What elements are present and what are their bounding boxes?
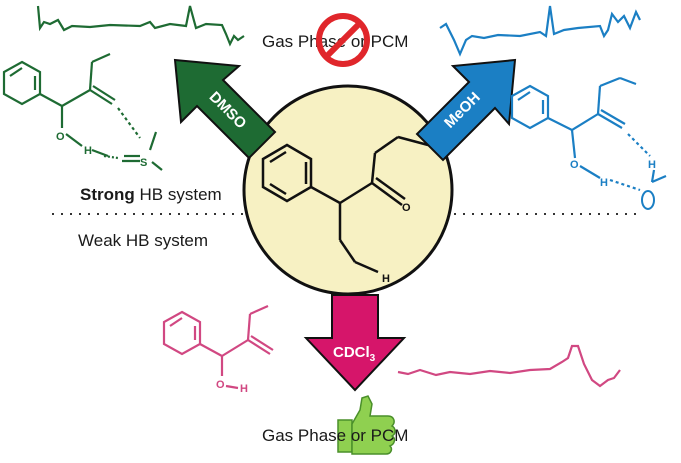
- cdcl3-arrow: CDCl3: [303, 294, 407, 392]
- thumbs-up-icon: [337, 395, 396, 455]
- weak-hb-label: Weak HB system: [78, 231, 208, 250]
- meoh-oxygen-lobe: [641, 190, 655, 210]
- dmso-complex-molecule: [2, 52, 163, 171]
- strong-word: Strong: [80, 185, 135, 204]
- meoh-complex-oh: O: [570, 159, 579, 171]
- center-circle: [242, 84, 454, 296]
- cdcl3-molecule-oh: O: [216, 379, 225, 391]
- dmso-spectrum: [36, 5, 245, 47]
- center-o-label: O: [402, 202, 411, 214]
- top-conditions-label: Gas Phase or PCM: [262, 32, 408, 51]
- strong-hb-label: Strong HB system: [80, 185, 222, 204]
- strong-rest: HB system: [135, 185, 222, 204]
- center-molecule: [261, 135, 429, 274]
- meoh-arrow: MeOH: [415, 58, 517, 162]
- meoh-complex-h2: H: [648, 159, 656, 171]
- meoh-complex-molecule: [510, 76, 667, 192]
- dmso-complex-h: H: [84, 145, 92, 157]
- bottom-conditions-label: Gas Phase or PCM: [262, 426, 408, 445]
- dmso-complex-oh: O: [56, 131, 65, 143]
- cdcl3-subscript: 3: [370, 353, 376, 364]
- meoh-spectrum: [439, 5, 641, 57]
- dmso-arrow: DMSO: [173, 58, 277, 160]
- cdcl3-molecule-h: H: [240, 383, 248, 395]
- cdcl3-arrow-label: CDCl3: [333, 344, 376, 364]
- center-h-label: H: [382, 273, 390, 285]
- cdcl3-molecule: [162, 304, 274, 390]
- no-sign-icon: [316, 13, 370, 67]
- cdcl3-text: CDCl: [333, 344, 370, 361]
- meoh-complex-h: H: [600, 177, 608, 189]
- cdcl3-spectrum: [397, 344, 621, 388]
- dmso-complex-s: S: [140, 157, 147, 169]
